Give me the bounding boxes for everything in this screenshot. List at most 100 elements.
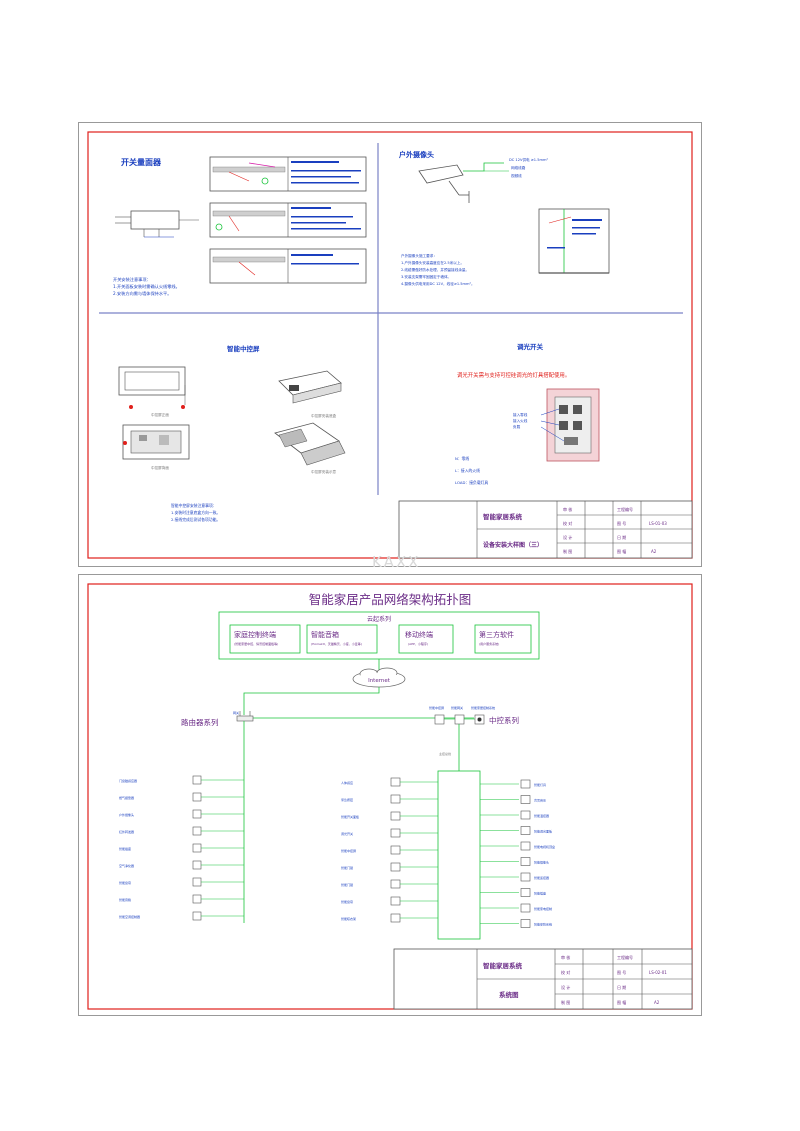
left-device-row: 智能窗帘: [119, 877, 244, 887]
center-note-heading: 智能中控屏安装注意事项：: [171, 503, 217, 508]
svg-text:移动终端: 移动终端: [405, 630, 433, 639]
dimmer-legend-l: L：接入的火线: [455, 468, 480, 473]
middle-device-row: 智能门锁: [341, 862, 438, 872]
right-device-row: 智能摄像头: [480, 857, 549, 866]
left-device-label: 智能窗帘: [119, 880, 131, 885]
cloud-box-mobile-terminal: 移动终端 (APP、小程序): [398, 624, 454, 654]
middle-device-icon: [390, 828, 401, 838]
right-device-icon: [520, 779, 531, 789]
right-device-column: 智能灯具背景音乐智能温控器智能调光面板智能电视机顶盒智能摄像头智能遥控器智能插座…: [480, 779, 555, 928]
sheet-installation-details: 开关量面器: [78, 122, 702, 567]
router-series-label: 路由器系列: [181, 717, 219, 727]
bus-label: 主控总线: [439, 751, 451, 756]
svg-text:(智能家居中控、情景控制面板等): (智能家居中控、情景控制面板等): [234, 641, 278, 646]
right-device-icon: [520, 857, 531, 866]
dimmer-callout-live: 接入火线: [513, 418, 528, 423]
dimmer-legend-load: LOAD：接负载灯具: [455, 480, 488, 485]
camera-label-network: 网络线路: [511, 165, 526, 170]
right-device-row: 智能灯具: [480, 779, 546, 789]
middle-device-label: 智能门锁: [341, 865, 353, 870]
tb2-r4c3: 图 幅: [617, 999, 626, 1005]
right-device-row: 智能温控器: [480, 810, 549, 820]
tb1-r1c3: 工程编号: [617, 506, 633, 512]
center-top-label-1: 智能中控屏: [429, 705, 444, 710]
middle-device-icon: [390, 777, 401, 787]
sheet2-drawing-name: 系统图: [499, 990, 519, 999]
left-device-icon: [192, 775, 202, 785]
cloud-box-third-party: 第三方软件 (用户服务系统): [474, 624, 532, 654]
camera-drawing: [418, 162, 509, 203]
left-device-label: 智能插座: [119, 846, 131, 851]
tb2-r1c3: 工程编号: [617, 954, 633, 960]
left-device-icon: [192, 809, 202, 819]
svg-text:(APP、小程序): (APP、小程序): [408, 641, 428, 646]
right-device-label: 智能插座: [534, 891, 546, 896]
middle-device-label: 紧急按钮: [341, 797, 353, 802]
camera-label-power: DC 12V供电 ≥1.5mm²: [509, 157, 549, 162]
tb1-r4c4: A2: [651, 549, 657, 554]
internet-cloud-icon: [352, 667, 406, 688]
tb1-r2c3: 图 号: [617, 520, 626, 526]
svg-text:第三方软件: 第三方软件: [479, 630, 514, 639]
right-device-label: 智能电视机顶盒: [534, 844, 555, 849]
tb1-r4c3: 图 幅: [617, 548, 626, 554]
right-device-icon: [520, 795, 531, 804]
middle-device-icon: [390, 913, 401, 923]
tb2-r3c1: 设 计: [561, 984, 570, 990]
tb2-r2c4: LS-02-01: [649, 970, 667, 975]
left-device-column: 门窗磁感应器燃气报警器户外摄像头红外转发器智能插座空气净化器智能窗帘智能音箱智能…: [119, 775, 244, 921]
center-note-1: 1.安装时注意底盒方向一致。: [171, 510, 220, 515]
right-device-label: 智能安防系统: [534, 922, 552, 927]
middle-device-icon: [390, 845, 401, 855]
center-front-drawing: [118, 366, 186, 409]
left-device-row: 空气净化器: [119, 860, 244, 870]
camera-notes-heading: 户外摄像头施工要求：: [401, 253, 437, 258]
middle-device-row: 智能中控屏: [341, 845, 438, 855]
right-device-icon: [520, 919, 531, 928]
tb2-r1c1: 审 核: [561, 954, 570, 960]
switch-note-1: 1.开关面板安装时需确认火线零线。: [113, 283, 180, 290]
center-label-install: 中控屏安装示意: [311, 469, 337, 474]
switch-note-heading: 开关安装注意事项：: [113, 276, 151, 283]
right-device-label: 背景音乐: [534, 798, 546, 803]
left-device-label: 门窗磁感应器: [119, 778, 137, 783]
middle-device-label: 智能门锁: [341, 882, 353, 887]
center-series-devices: [434, 714, 485, 725]
right-device-label: 智能灯具: [534, 782, 546, 787]
tb2-r2c3: 图 号: [617, 969, 626, 975]
tb1-r4c1: 制 图: [563, 548, 572, 554]
middle-device-label: 智能窗帘: [341, 899, 353, 904]
dimmer-callout-load: 负载: [513, 424, 521, 429]
left-device-icon: [192, 843, 202, 853]
middle-device-icon: [390, 811, 401, 821]
middle-device-row: 智能门锁: [341, 879, 438, 889]
right-device-icon: [520, 810, 531, 820]
sheet2-system-name: 智能家居系统: [483, 961, 523, 970]
middle-device-row: 智能晾衣架: [341, 913, 438, 923]
middle-device-row: 智能窗帘: [341, 896, 438, 906]
svg-text:智能音箱: 智能音箱: [311, 630, 339, 639]
right-device-icon: [520, 841, 531, 851]
right-device-row: 智能安防系统: [480, 919, 552, 928]
right-device-row: 智能调光面板: [480, 826, 552, 835]
wiring-diagram-1: [209, 156, 367, 192]
svg-text:(用户服务系统): (用户服务系统): [479, 641, 499, 646]
left-device-label: 空气净化器: [119, 863, 134, 868]
left-device-icon: [192, 911, 202, 921]
camera-note-2: 2.线缆需做好防水处理，并预留接线余量。: [401, 267, 469, 272]
topology-title: 智能家居产品网络架构拓扑图: [309, 592, 472, 607]
sheet2-title-block: [393, 948, 693, 1010]
middle-device-label: 智能中控屏: [341, 848, 356, 853]
tb2-r4c4: A2: [654, 1000, 660, 1005]
right-device-icon: [520, 888, 531, 897]
dimmer-device-drawing: [540, 388, 600, 462]
camera-note-1: 1.户外摄像头安装高度应在2.5米以上。: [401, 260, 464, 265]
right-device-label: 智能温控器: [534, 813, 549, 818]
left-device-icon: [192, 826, 202, 836]
right-device-label: 智能摄像头: [534, 860, 549, 865]
center-back-drawing: [122, 424, 190, 460]
middle-device-icon: [390, 862, 401, 872]
right-device-row: 智能插座: [480, 888, 546, 897]
tb1-r3c3: 日 期: [617, 534, 626, 540]
